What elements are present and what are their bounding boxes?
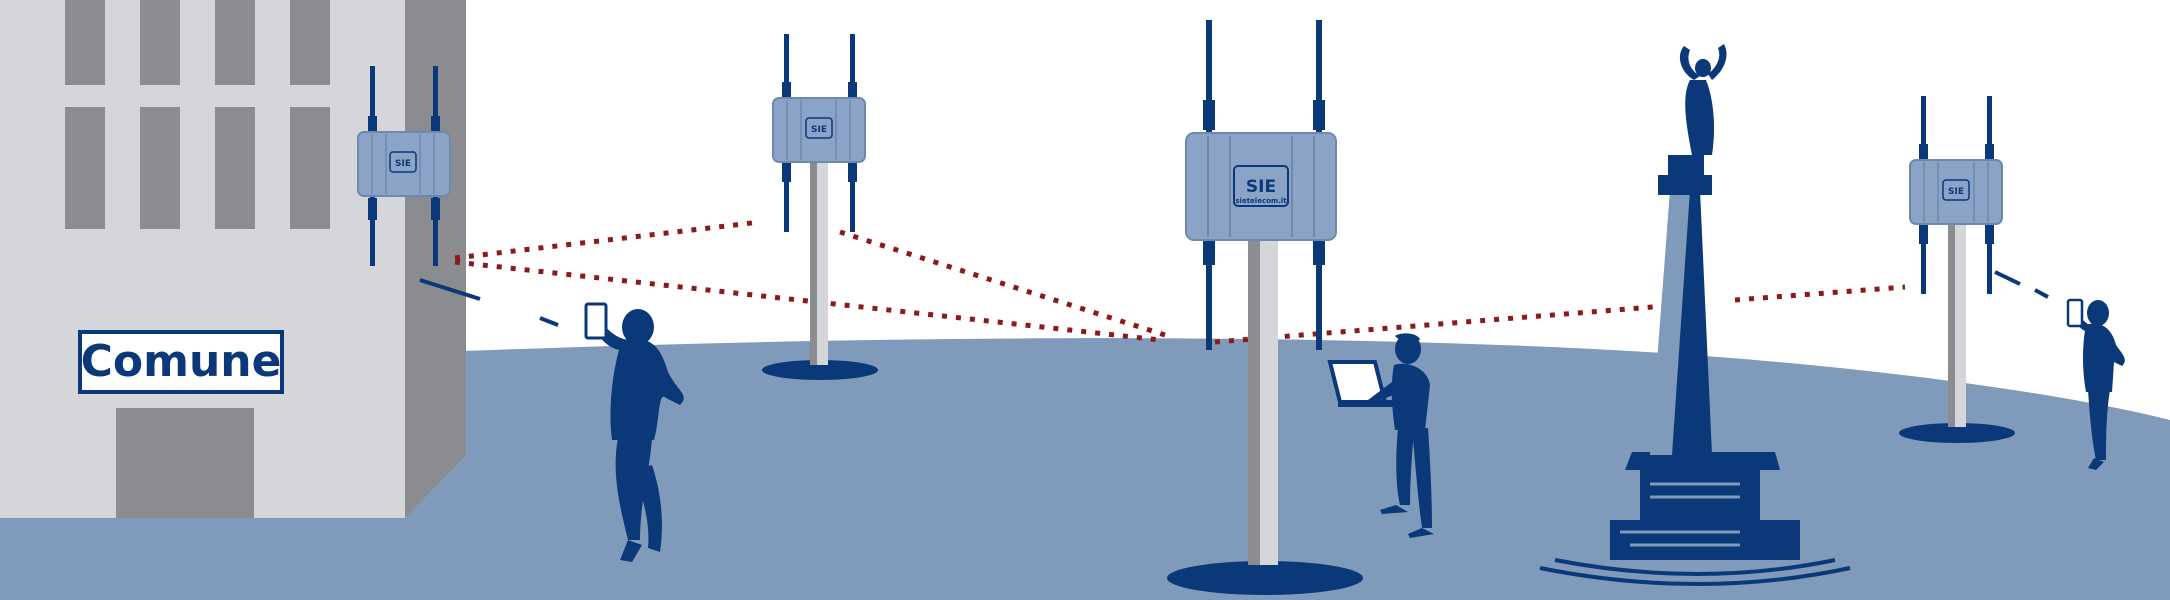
town-hall-building	[0, 0, 466, 518]
access-point-1: SIE	[357, 66, 451, 266]
town-hall-sign: Comune	[78, 330, 284, 394]
link-building-to-ap3	[454, 259, 1161, 343]
person-with-phone-left	[584, 302, 684, 562]
person-with-phone-right	[2066, 298, 2125, 470]
access-point-2-housing	[772, 97, 866, 163]
client-links	[419, 270, 2049, 327]
building-windows	[65, 0, 330, 229]
monument	[1539, 44, 1851, 586]
wireless-links	[454, 219, 1906, 345]
access-point-4: SIE	[1899, 96, 2015, 443]
link-monument-to-ap4	[1734, 284, 1906, 303]
access-point-2: SIE	[762, 34, 878, 380]
access-point-3: SIE sietelecom.it	[1167, 20, 1363, 595]
person-with-laptop	[1327, 333, 1434, 538]
link-ap3-to-monument	[1214, 303, 1666, 345]
building-door	[116, 408, 254, 518]
access-point-3-housing	[1185, 132, 1337, 241]
access-point-4-logo: SIE	[1948, 187, 1964, 197]
monument-statue	[1679, 44, 1727, 155]
access-point-1-housing	[357, 131, 451, 197]
access-point-4-base	[1899, 423, 2015, 443]
access-point-3-base	[1167, 561, 1363, 595]
link-building-to-ap2	[454, 219, 761, 261]
access-point-3-logo: SIE	[1246, 177, 1276, 197]
access-point-2-base	[762, 360, 878, 380]
access-point-2-logo: SIE	[811, 125, 827, 135]
town-hall-sign-label: Comune	[80, 336, 282, 387]
access-point-1-logo: SIE	[395, 159, 411, 169]
access-point-3-url: sietelecom.it	[1235, 197, 1287, 205]
access-point-4-housing	[1909, 159, 2003, 225]
link-ap2-to-ap3	[839, 229, 1166, 338]
